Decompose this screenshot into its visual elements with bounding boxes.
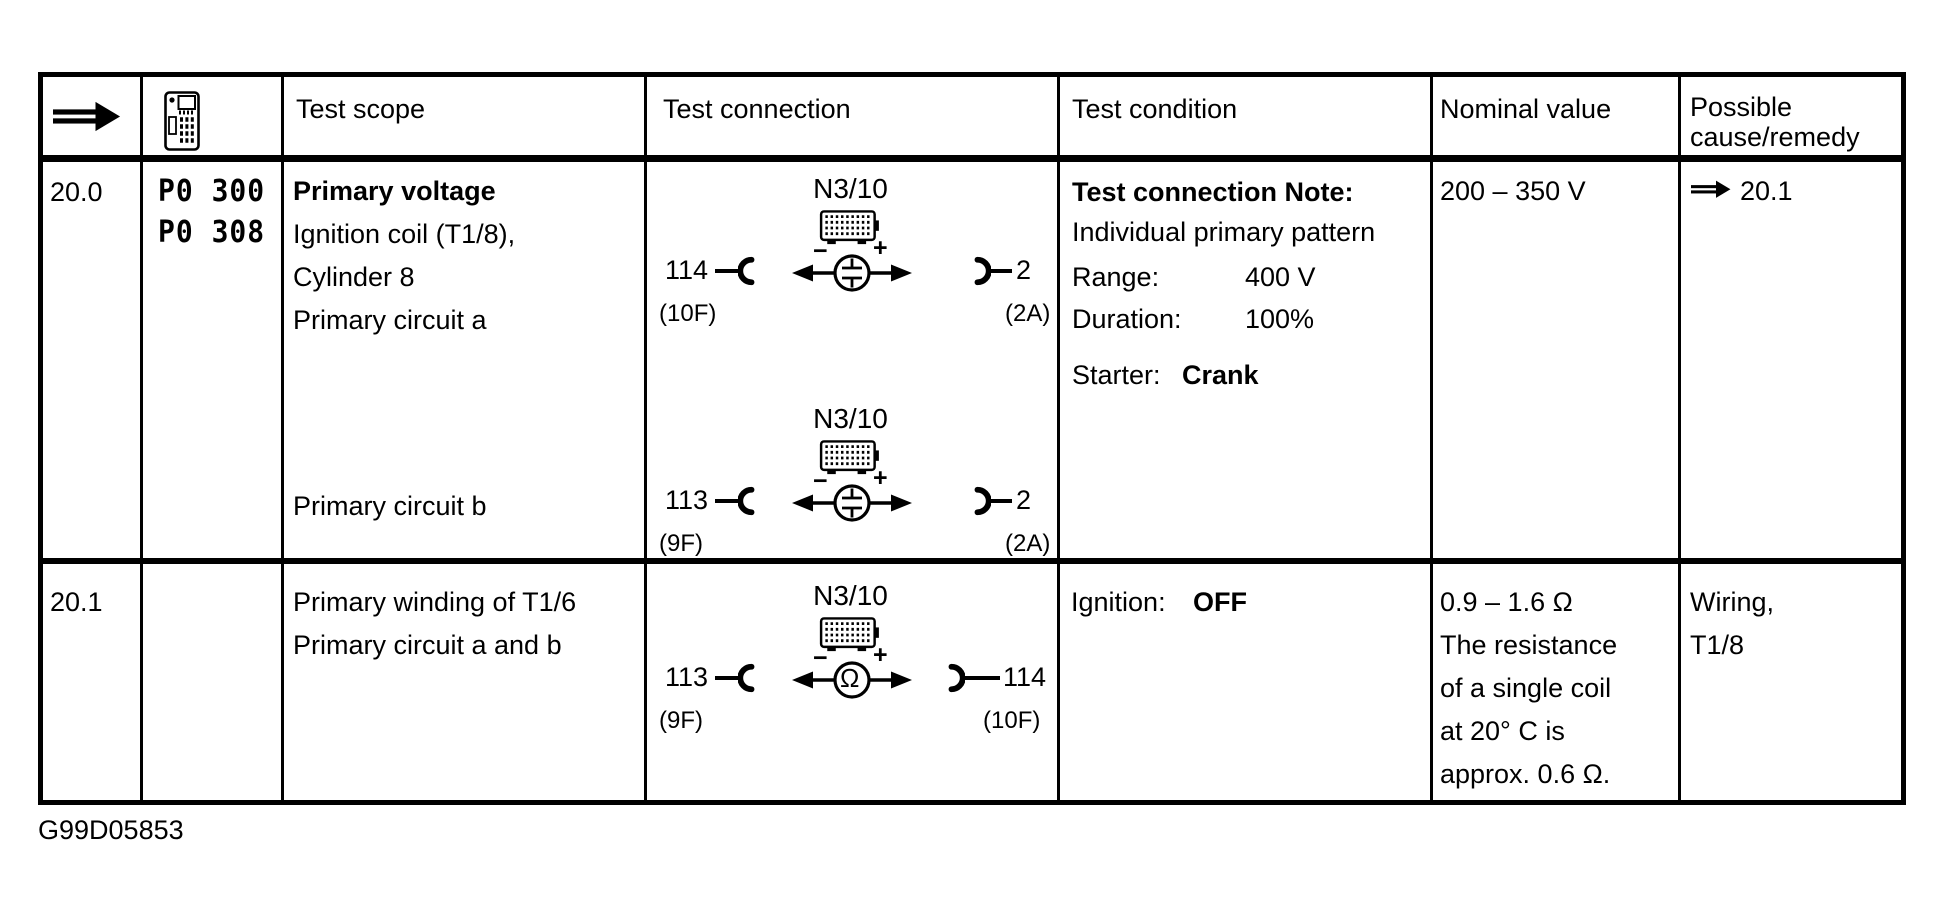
module-label: N3/10 [813, 173, 888, 204]
grid-line [1678, 72, 1681, 805]
column-header-possible-cause: Possible [1690, 92, 1793, 122]
dtc-code: P0 308 [158, 214, 266, 250]
wire-segment [988, 499, 1012, 503]
connection-diagram-resistance: N3/10 113 − + Ω 114 (9F) (10F) [641, 580, 1060, 740]
plus-sign: + [873, 641, 888, 669]
left-socket-id: (9F) [659, 707, 703, 734]
right-pin-number: 2 [1016, 255, 1032, 285]
left-pin-number: 113 [665, 485, 709, 515]
condition-range-value: 400 V [1245, 262, 1316, 292]
figure-code: G99D05853 [38, 815, 184, 845]
condition-range-label: Range: [1072, 262, 1160, 292]
multipin-connector-icon [819, 210, 881, 246]
wire-segment [988, 269, 1012, 273]
voltmeter-probe-icon [790, 243, 914, 299]
double-arrow-icon [1691, 179, 1731, 199]
multipin-connector-icon [819, 440, 881, 476]
dtc-code: P0 300 [158, 173, 266, 209]
connection-diagram-primary-a: N3/10 114 − + 2 (10F) (2A) [641, 173, 1060, 333]
minus-sign: − [813, 237, 828, 265]
plus-sign: + [873, 464, 888, 492]
right-pin-number: 114 [1003, 662, 1047, 692]
test-scope-line: Primary circuit a and b [293, 630, 562, 660]
test-scope-line: Primary circuit b [293, 491, 487, 521]
test-scope-line: Primary circuit a [293, 305, 487, 335]
grid-line [1057, 72, 1060, 805]
module-label: N3/10 [813, 403, 888, 434]
header-separator [38, 155, 1906, 162]
grid-line [1430, 72, 1433, 805]
double-arrow-icon [53, 99, 121, 133]
nominal-value-line: at 20° C is [1440, 716, 1565, 746]
column-header-possible-cause-2: cause/remedy [1690, 122, 1860, 152]
left-pin-number: 114 [665, 255, 709, 285]
test-scope-line: Primary winding of T1/6 [293, 587, 577, 617]
nominal-value-line: The resistance [1440, 630, 1618, 660]
condition-note: Test connection Note: [1072, 177, 1354, 207]
plus-sign: + [873, 234, 888, 262]
step-number: 20.1 [50, 587, 103, 617]
right-socket-id: (2A) [1005, 530, 1051, 557]
minus-sign: − [813, 467, 828, 495]
remedy-line: T1/8 [1690, 630, 1745, 660]
right-pin-number: 2 [1016, 485, 1032, 515]
remedy-reference: 20.1 [1740, 176, 1793, 206]
module-label: N3/10 [813, 580, 888, 611]
nominal-value: 200 – 350 V [1440, 176, 1586, 206]
test-socket-left [738, 256, 756, 286]
test-scope-line: Cylinder 8 [293, 262, 415, 292]
step-number: 20.0 [50, 177, 103, 207]
left-pin-number: 113 [665, 662, 709, 692]
grid-line [140, 72, 143, 805]
condition-starter-value: Crank [1182, 360, 1259, 390]
test-scope-line: Ignition coil (T1/8), [293, 219, 516, 249]
condition-duration-value: 100% [1245, 304, 1315, 334]
condition-pattern: Individual primary pattern [1072, 217, 1376, 247]
connection-diagram-primary-b: N3/10 113 − + 2 (9F) (2A) [641, 403, 1060, 563]
minus-sign: − [813, 644, 828, 672]
condition-ignition-value: OFF [1193, 587, 1247, 617]
grid-line [281, 72, 284, 805]
right-socket-id: (10F) [983, 707, 1041, 734]
nominal-value-line: of a single coil [1440, 673, 1612, 703]
grid-line [644, 72, 647, 805]
wire-segment [715, 499, 741, 503]
row-separator [38, 558, 1906, 564]
nominal-value-line: 0.9 – 1.6 Ω [1440, 587, 1573, 617]
wire-segment [715, 269, 741, 273]
left-socket-id: (10F) [659, 300, 717, 327]
left-socket-id: (9F) [659, 530, 703, 557]
diagnostic-tester-icon [164, 91, 200, 151]
remedy-line: Wiring, [1690, 587, 1775, 617]
test-scope-title: Primary voltage [293, 176, 496, 206]
column-header-test-scope: Test scope [296, 94, 426, 124]
multipin-connector-icon [819, 617, 881, 653]
column-header-test-condition: Test condition [1072, 94, 1238, 124]
condition-ignition-label: Ignition: [1071, 587, 1166, 617]
test-socket-left [738, 486, 756, 516]
right-socket-id: (2A) [1005, 300, 1051, 327]
column-header-nominal-value: Nominal value [1440, 94, 1612, 124]
condition-starter-label: Starter: [1072, 360, 1161, 390]
condition-duration-label: Duration: [1072, 304, 1182, 334]
test-socket-left [738, 663, 756, 693]
ohm-symbol: Ω [840, 663, 860, 693]
wire-segment [715, 676, 741, 680]
nominal-value-line: approx. 0.6 Ω. [1440, 759, 1611, 789]
table-outer-border [38, 72, 1906, 805]
wire-segment [962, 676, 1000, 680]
voltmeter-probe-icon [790, 473, 914, 529]
column-header-test-connection: Test connection [663, 94, 851, 124]
